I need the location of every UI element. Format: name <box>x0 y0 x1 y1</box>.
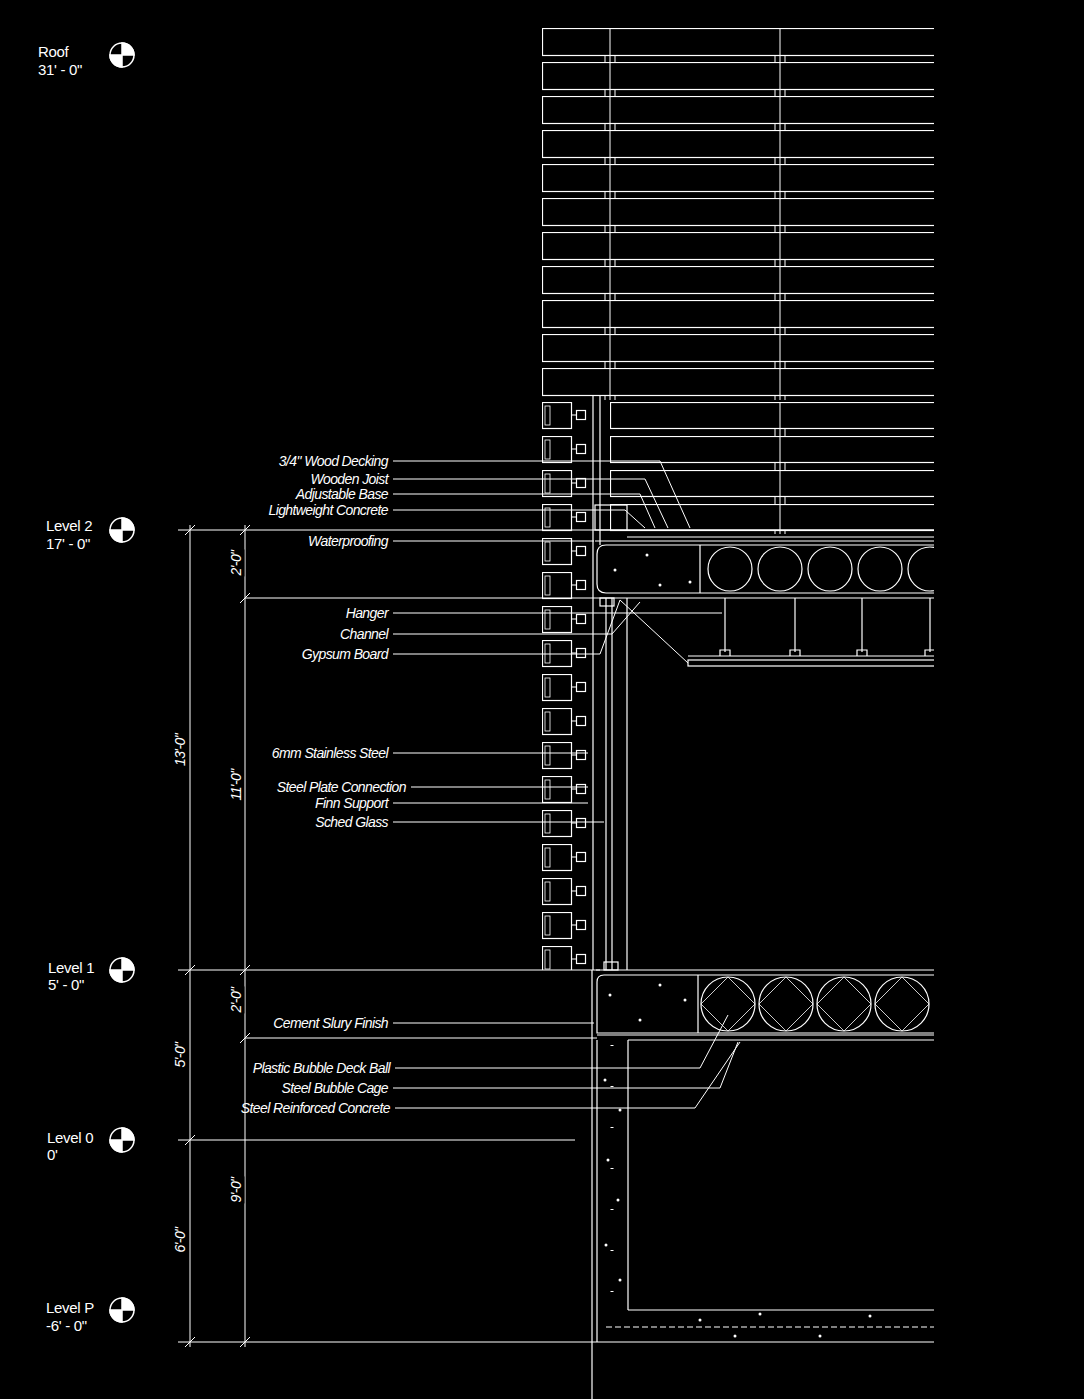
callout-label: Waterproofing <box>308 533 388 549</box>
wall <box>596 1040 597 1342</box>
level-label: Level 1 <box>48 960 94 976</box>
level-label: Level P <box>46 1300 94 1316</box>
callout-label: Wooden Joist <box>310 471 388 487</box>
mullion <box>592 395 593 970</box>
dimension-text: 6'-0" <box>172 1227 188 1254</box>
glass-base <box>604 962 618 970</box>
louvers <box>542 28 934 400</box>
level-label: 0' <box>47 1147 58 1163</box>
base-slab <box>597 1310 934 1342</box>
callout-label: Finn Support <box>315 795 388 811</box>
glass <box>626 598 627 970</box>
callout-label: Plastic Bubble Deck Ball <box>253 1060 390 1076</box>
slab <box>699 545 700 593</box>
wooden-joist <box>627 536 934 537</box>
wall <box>627 1040 628 1310</box>
bubble-balls <box>701 977 929 1031</box>
level-label: Level 2 <box>46 518 92 534</box>
level-label: 5' - 0" <box>48 977 84 993</box>
slab <box>597 975 934 1033</box>
callout-label: Cement Slury Finish <box>273 1015 388 1031</box>
slab-top <box>596 969 934 970</box>
callout-label: Gypsum Board <box>302 646 388 662</box>
level-label: -6' - 0" <box>46 1318 87 1334</box>
mullion <box>599 395 600 545</box>
dimension-text: 13'-0" <box>172 733 188 767</box>
grid-line <box>591 970 592 1399</box>
level-markers <box>110 43 134 1322</box>
channel <box>688 655 934 656</box>
callout-label: Adjustable Base <box>296 486 388 502</box>
glass <box>611 598 612 970</box>
dimension-text: 5'-0" <box>172 1042 188 1069</box>
slab <box>697 975 698 1033</box>
callout-label: Hanger <box>346 605 388 621</box>
rebar <box>611 1045 614 1320</box>
callout-label: Steel Bubble Cage <box>281 1080 388 1096</box>
waterproofing <box>595 540 934 541</box>
level-label: Roof <box>38 44 69 60</box>
callout-label: Steel Reinforced Concrete <box>241 1100 390 1116</box>
dimension-text: 11'-0" <box>228 768 244 801</box>
callout-label: 3/4" Wood Decking <box>279 453 388 469</box>
callout-label: Lightweight Concrete <box>268 502 388 518</box>
dimension-text: 2'-0" <box>228 550 244 577</box>
gypsum-board <box>688 660 934 666</box>
level-label: 17' - 0" <box>46 536 90 552</box>
dimension-text: 9'-0" <box>228 1177 244 1204</box>
hangers <box>720 598 934 656</box>
lightweight-concrete <box>595 505 627 530</box>
aggregate <box>604 554 872 1338</box>
slab <box>597 545 934 593</box>
callout-label: 6mm Stainless Steel <box>272 745 388 761</box>
level-label: 31' - 0" <box>38 62 82 78</box>
slab-soffit <box>600 597 934 598</box>
facade <box>542 28 934 1399</box>
slab-soffit <box>628 1039 934 1040</box>
callout-label: Steel Plate Connection <box>277 779 406 795</box>
dimension-text: 2'-0" <box>228 987 244 1014</box>
level-label: Level 0 <box>47 1130 93 1146</box>
callout-label: Channel <box>340 626 388 642</box>
glass-head <box>600 598 614 606</box>
bubble-balls <box>708 547 934 591</box>
leaders <box>393 461 740 1108</box>
callout-label: Sched Glass <box>315 814 388 830</box>
louvers <box>610 402 934 534</box>
glass <box>605 598 606 970</box>
rebar <box>606 1326 934 1327</box>
cement-finish <box>597 1034 934 1035</box>
dimensions <box>178 525 934 1347</box>
steel-fins <box>542 402 592 970</box>
